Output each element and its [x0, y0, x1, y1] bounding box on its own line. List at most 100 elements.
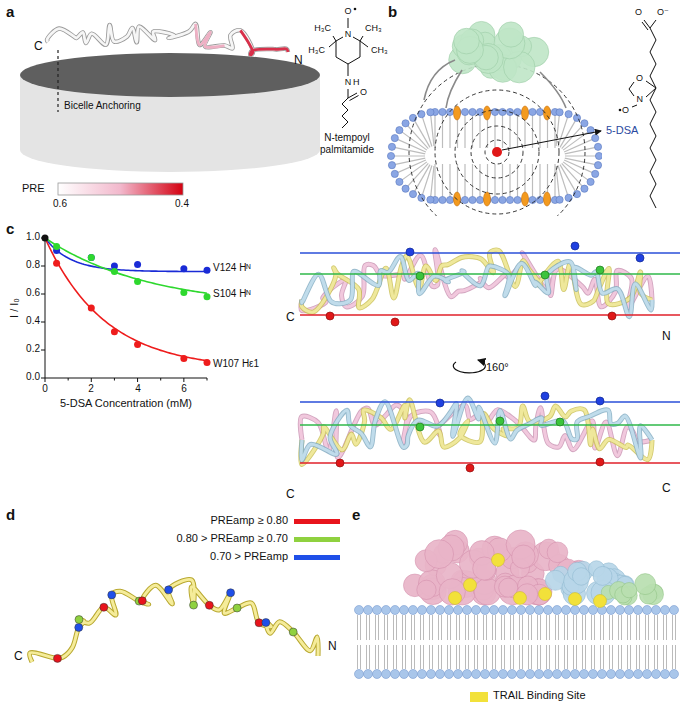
chemical-bond	[632, 105, 637, 107]
lipid-molecule	[472, 164, 473, 200]
titration-chart	[45, 238, 207, 272]
lipid-molecule	[402, 185, 409, 192]
lipid-molecule	[502, 164, 503, 200]
lipid-membrane	[445, 606, 454, 615]
lipid-molecule	[484, 106, 491, 120]
titration-chart	[134, 341, 141, 348]
lipid-membrane	[355, 606, 364, 615]
lipid-membrane	[396, 645, 397, 669]
series-label: W107 Hε1	[213, 358, 259, 370]
chemical-bond	[646, 88, 656, 97]
lipid-membrane	[625, 670, 634, 679]
lipid-membrane	[519, 645, 520, 669]
distance-circle	[409, 64, 585, 216]
lipid-molecule	[449, 164, 450, 200]
atom-label: N	[345, 77, 352, 87]
lipid-membrane	[411, 615, 412, 640]
lipid-membrane	[571, 606, 580, 615]
chemical-bond	[353, 37, 360, 41]
titration-chart	[41, 378, 45, 379]
lipid-membrane	[504, 645, 505, 669]
lipid-membrane	[418, 606, 427, 615]
lipid-molecule	[399, 130, 427, 150]
protein-ensemble	[556, 418, 564, 426]
titration-chart	[41, 294, 45, 295]
spin-label	[492, 147, 502, 157]
titration-chart	[45, 378, 46, 382]
lipid-membrane	[526, 670, 535, 679]
protein-surface	[454, 28, 480, 54]
lipid-molecule	[409, 191, 416, 198]
lipid-membrane	[589, 606, 598, 615]
lipid-membrane	[447, 645, 448, 669]
lipid-molecule	[522, 106, 529, 120]
chemical-bond	[354, 8, 357, 11]
protein-ensemble	[596, 397, 604, 405]
legend-swatch	[294, 537, 340, 542]
atom-label: O	[636, 73, 643, 83]
lipid-membrane	[517, 670, 526, 679]
lipid-molecule	[413, 165, 430, 194]
lipid-membrane	[555, 645, 556, 669]
lipid-molecule	[434, 164, 435, 200]
lipid-membrane	[486, 645, 487, 669]
legend-label: PREamp ≥ 0.80	[210, 514, 288, 527]
protein-ensemble	[636, 254, 644, 262]
lipid-membrane	[585, 615, 586, 640]
lipid-membrane	[609, 645, 610, 669]
chemical-bond	[348, 57, 360, 64]
protein-ensemble	[300, 424, 680, 426]
lipid-molecule	[594, 143, 601, 150]
protein-ensemble	[541, 271, 549, 279]
lipid-membrane	[423, 645, 424, 669]
protein-ensemble	[436, 399, 444, 407]
titration-chart	[180, 355, 187, 362]
lipid-membrane	[378, 615, 379, 640]
lipid-membrane	[375, 645, 376, 669]
lipid-membrane	[477, 645, 478, 669]
protein-surface	[512, 545, 535, 568]
chemical-bond	[336, 37, 343, 41]
chemical-bond	[336, 57, 348, 64]
distance-circle	[471, 126, 523, 178]
lipid-membrane	[357, 615, 358, 640]
titration-chart	[41, 322, 45, 323]
lipid-membrane	[522, 645, 523, 669]
lipid-membrane	[580, 606, 589, 615]
lipid-membrane	[657, 645, 658, 669]
lipid-membrane	[600, 615, 601, 640]
lipid-membrane	[459, 645, 460, 669]
lipid-molecule	[421, 114, 432, 146]
chemical-bond	[629, 89, 634, 96]
lipid-membrane	[537, 645, 538, 669]
lipid-membrane	[609, 615, 610, 640]
chemical-bond	[348, 89, 349, 98]
lipid-membrane	[420, 615, 421, 640]
compound-name: N-tempoyl palmitamide	[305, 132, 389, 155]
titration-chart	[45, 238, 207, 361]
axis-title: I / I₀	[8, 298, 21, 318]
lipid-membrane	[364, 606, 373, 615]
bicelle-disc	[20, 53, 320, 172]
lipid-molecule	[396, 127, 403, 134]
lipid-membrane	[429, 645, 430, 669]
chemical-bond	[342, 98, 348, 128]
lipid-membrane	[409, 670, 418, 679]
chemical-bond	[650, 20, 656, 28]
lipid-membrane	[393, 645, 394, 669]
lipid-membrane	[463, 606, 472, 615]
lipid-membrane	[495, 645, 496, 669]
lipid-membrane	[645, 615, 646, 640]
protein-loop	[446, 70, 462, 108]
terminus-label: C	[286, 311, 295, 325]
lipid-molecule	[442, 112, 443, 148]
titration-chart	[41, 350, 45, 351]
legend-swatch	[470, 692, 488, 702]
lipid-membrane	[600, 645, 601, 669]
chemical-bond	[348, 64, 349, 76]
lipid-membrane	[544, 670, 553, 679]
atom-label: O⁻	[657, 7, 669, 17]
lipid-membrane	[555, 615, 556, 640]
lipid-membrane	[522, 615, 523, 640]
